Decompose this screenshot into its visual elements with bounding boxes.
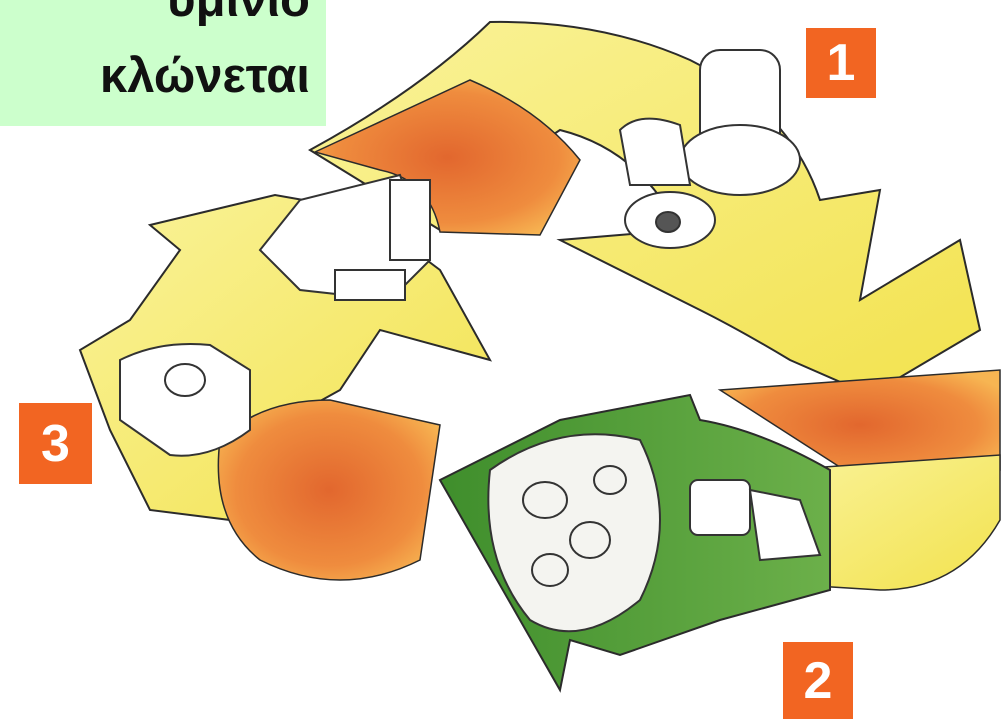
title-line-1: υμίνιο [167, 0, 310, 27]
step-badge-1: 1 [806, 28, 876, 98]
title-box: υμίνιο κλώνεται [0, 0, 326, 126]
can-press-machine-icon [618, 49, 801, 249]
factory-icon [258, 173, 432, 302]
arrow-step-1 [308, 20, 982, 397]
step-badge-2: 2 [783, 642, 853, 719]
crushed-cans-icon [487, 433, 661, 633]
arrow-3-fold [217, 399, 441, 581]
arrow-2-yellow-band [779, 454, 1001, 591]
step-badge-3: 3 [19, 403, 92, 484]
aluminium-can-icon [119, 343, 251, 457]
arrow-step-2 [438, 369, 1001, 693]
hand-with-can-icon [689, 479, 822, 562]
arrow-step-3 [78, 173, 493, 581]
title-line-2: κλώνεται [99, 49, 310, 103]
